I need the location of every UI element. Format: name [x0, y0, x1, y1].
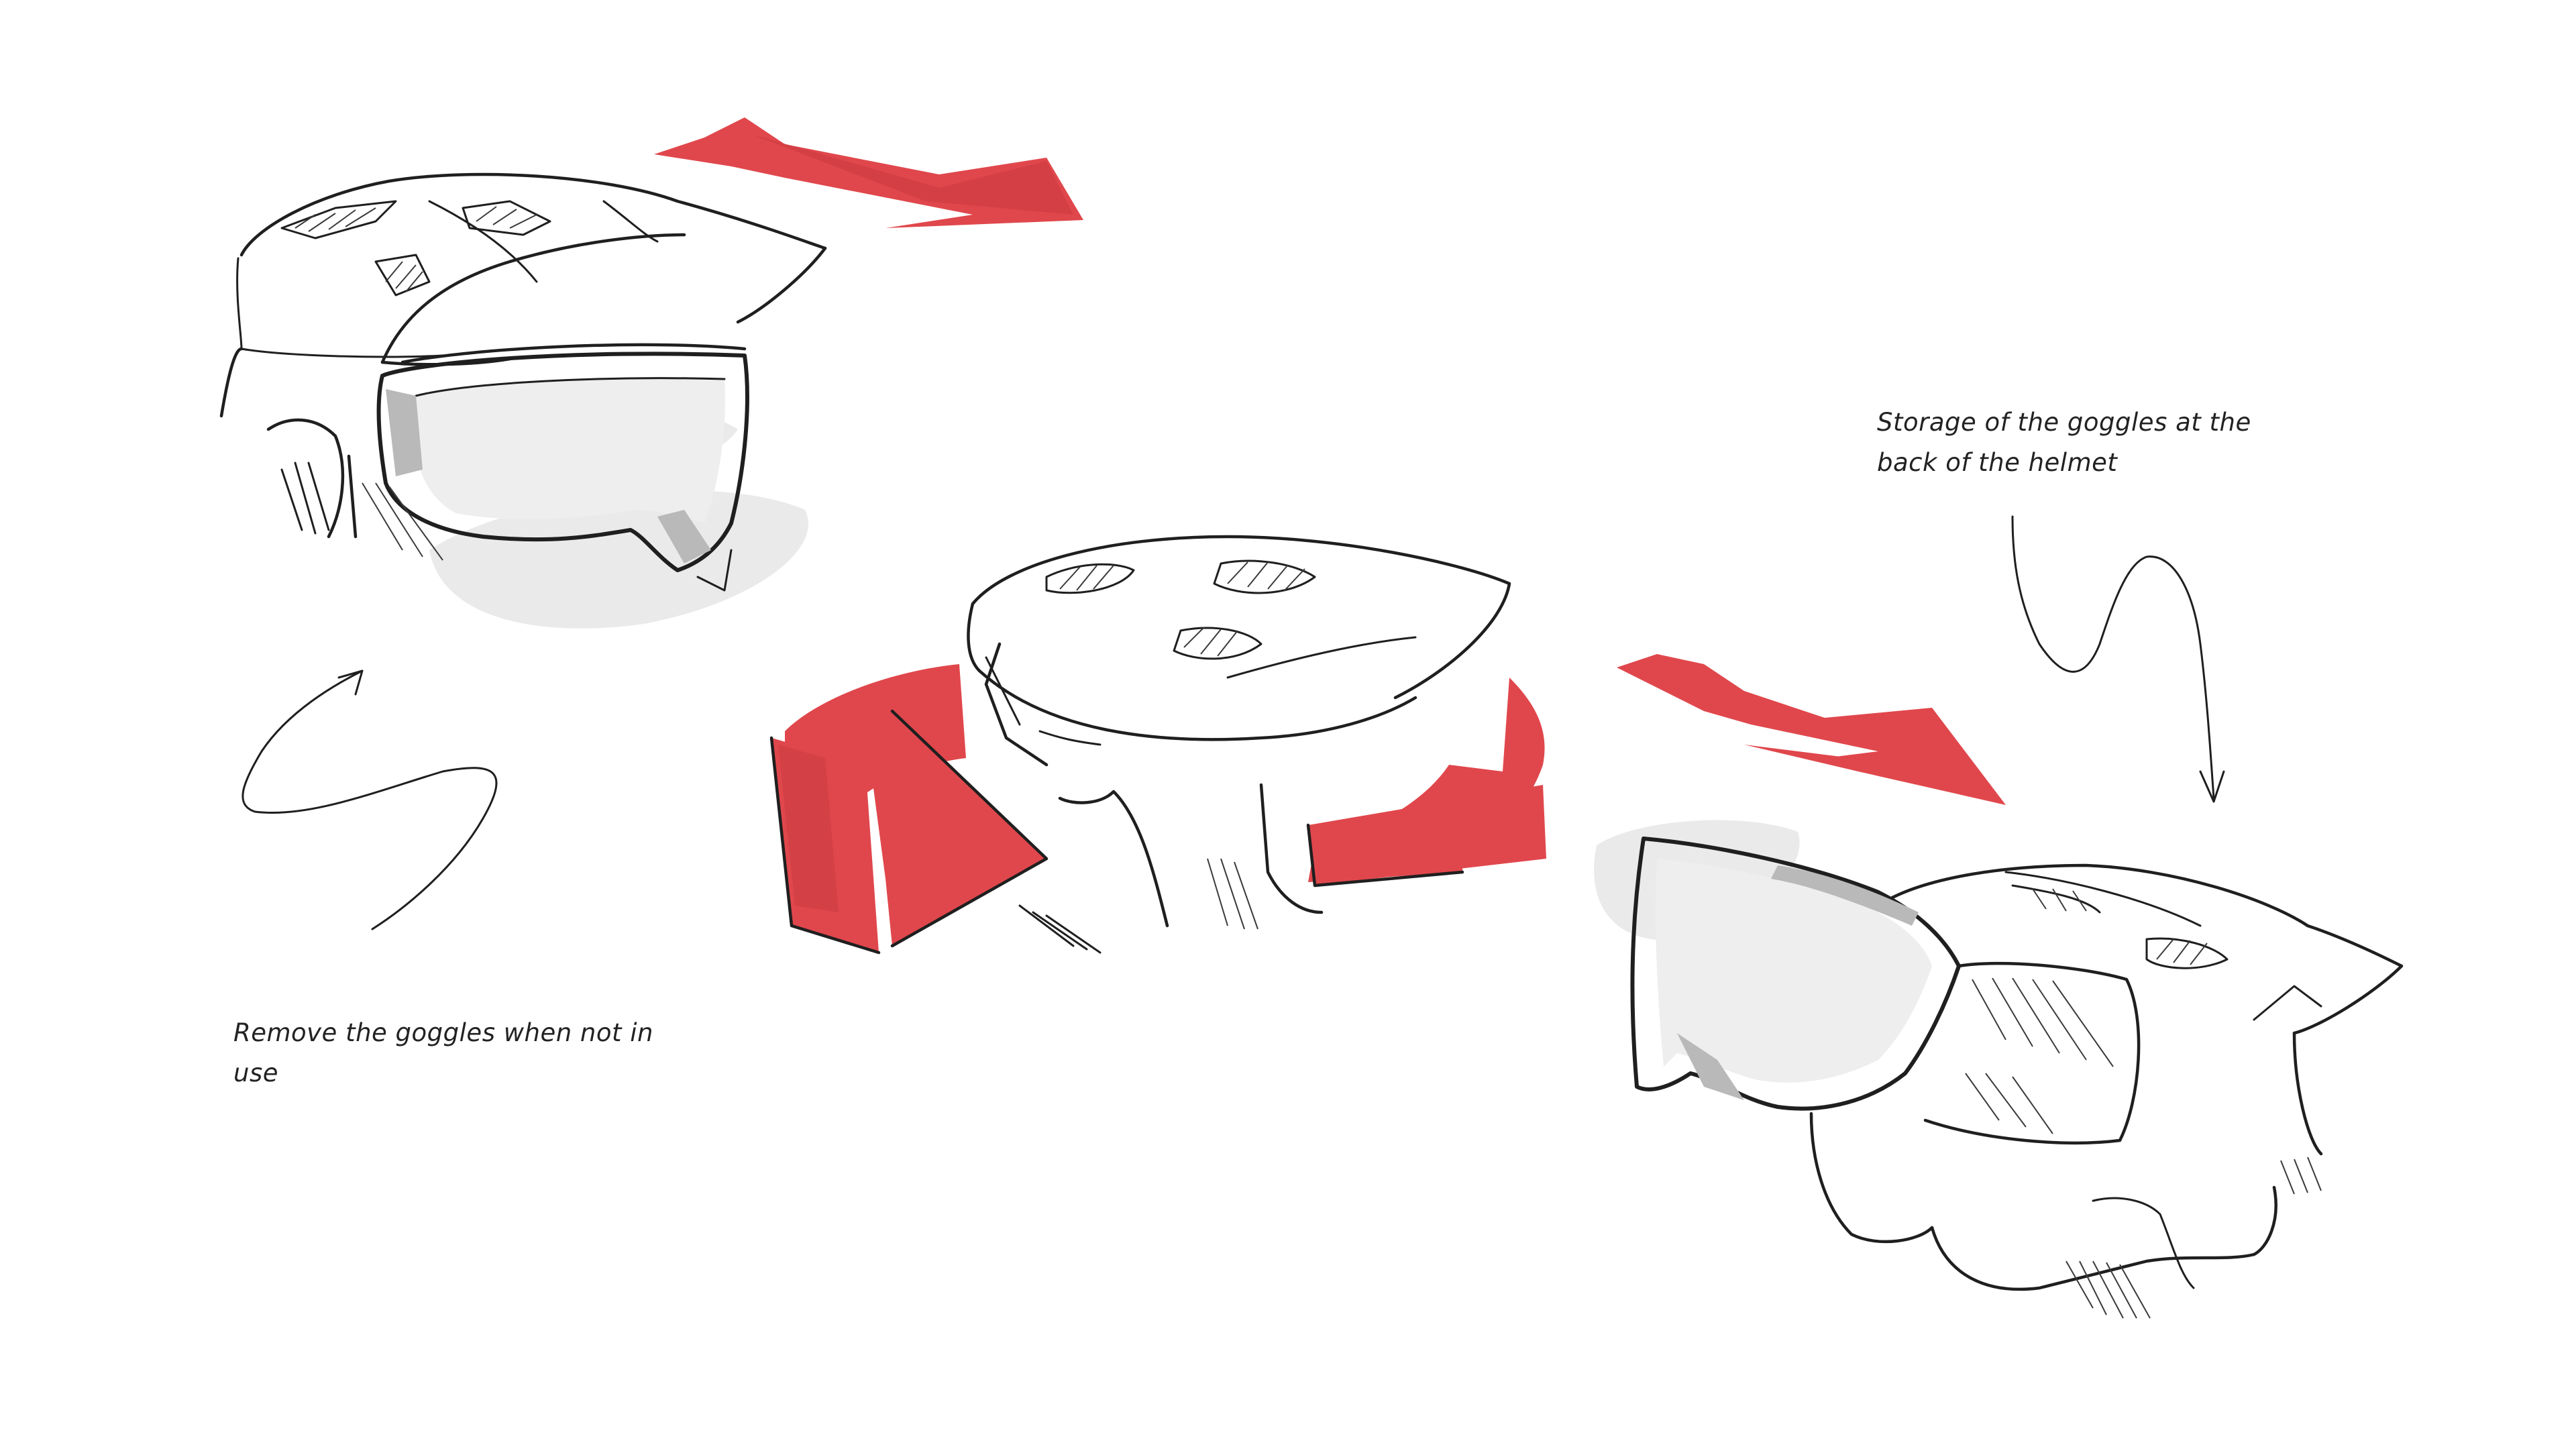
- squiggle-left: [241, 669, 498, 930]
- annotation-remove-goggles: Remove the goggles when not in use: [233, 1018, 654, 1087]
- helmet-goggles-on-sketch: [219, 172, 827, 629]
- squiggle-right: [2011, 515, 2225, 803]
- flow-arrow-right: [1617, 654, 2006, 805]
- helmet-rotation-sketch: [769, 535, 1546, 955]
- flow-arrow-top: [654, 117, 1083, 228]
- annotation-storage-goggles: Storage of the goggles at the back of th…: [1877, 408, 2251, 477]
- helmet-vents: [280, 200, 551, 297]
- helmet-goggles-stored-sketch: [1594, 820, 2404, 1319]
